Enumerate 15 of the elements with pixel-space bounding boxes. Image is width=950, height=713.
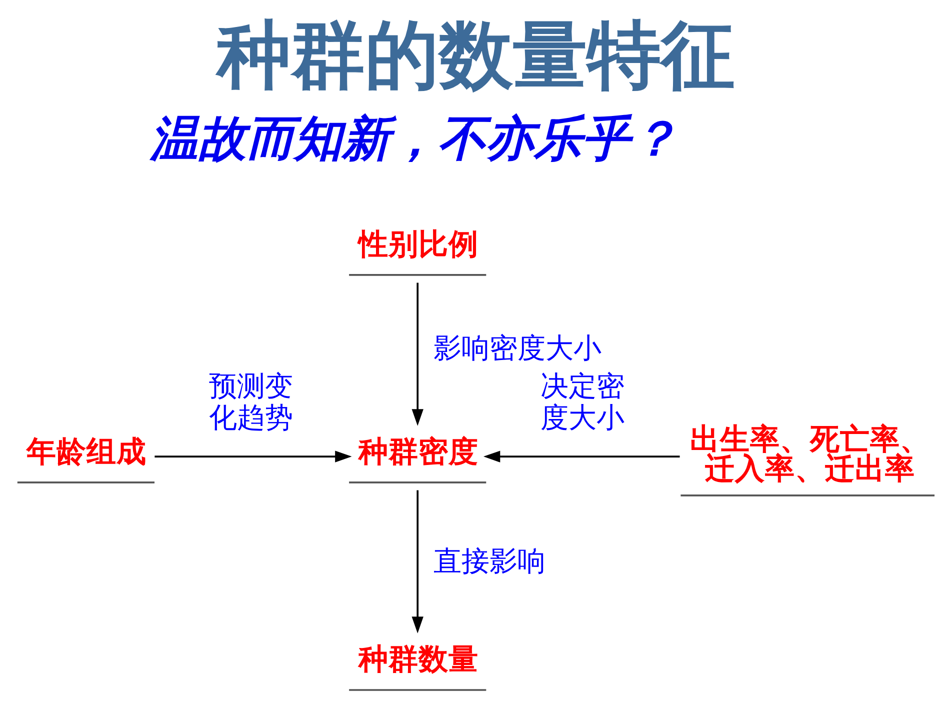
arrow <box>482 450 680 462</box>
label: 温故而知新，不亦乐乎？ <box>149 111 678 168</box>
node-text: 种群密度 <box>358 434 478 469</box>
node-text: 年龄组成 <box>26 434 146 469</box>
node-text: 出生率、死亡率、迁入率、迁出率 <box>689 420 930 486</box>
arrow <box>411 282 423 426</box>
edge-label: 直接影响 <box>432 544 545 578</box>
diagram-title: 种群的数量特征 <box>216 12 735 98</box>
arrow <box>411 490 423 634</box>
edge-label: 决定密度大小 <box>540 369 624 434</box>
arrow <box>154 450 352 462</box>
edge-label: 影响密度大小 <box>432 331 601 364</box>
edge-label: 预测变化趋势 <box>208 369 293 434</box>
node-text: 性别比例 <box>358 226 478 262</box>
node-text: 种群数量 <box>358 641 478 676</box>
